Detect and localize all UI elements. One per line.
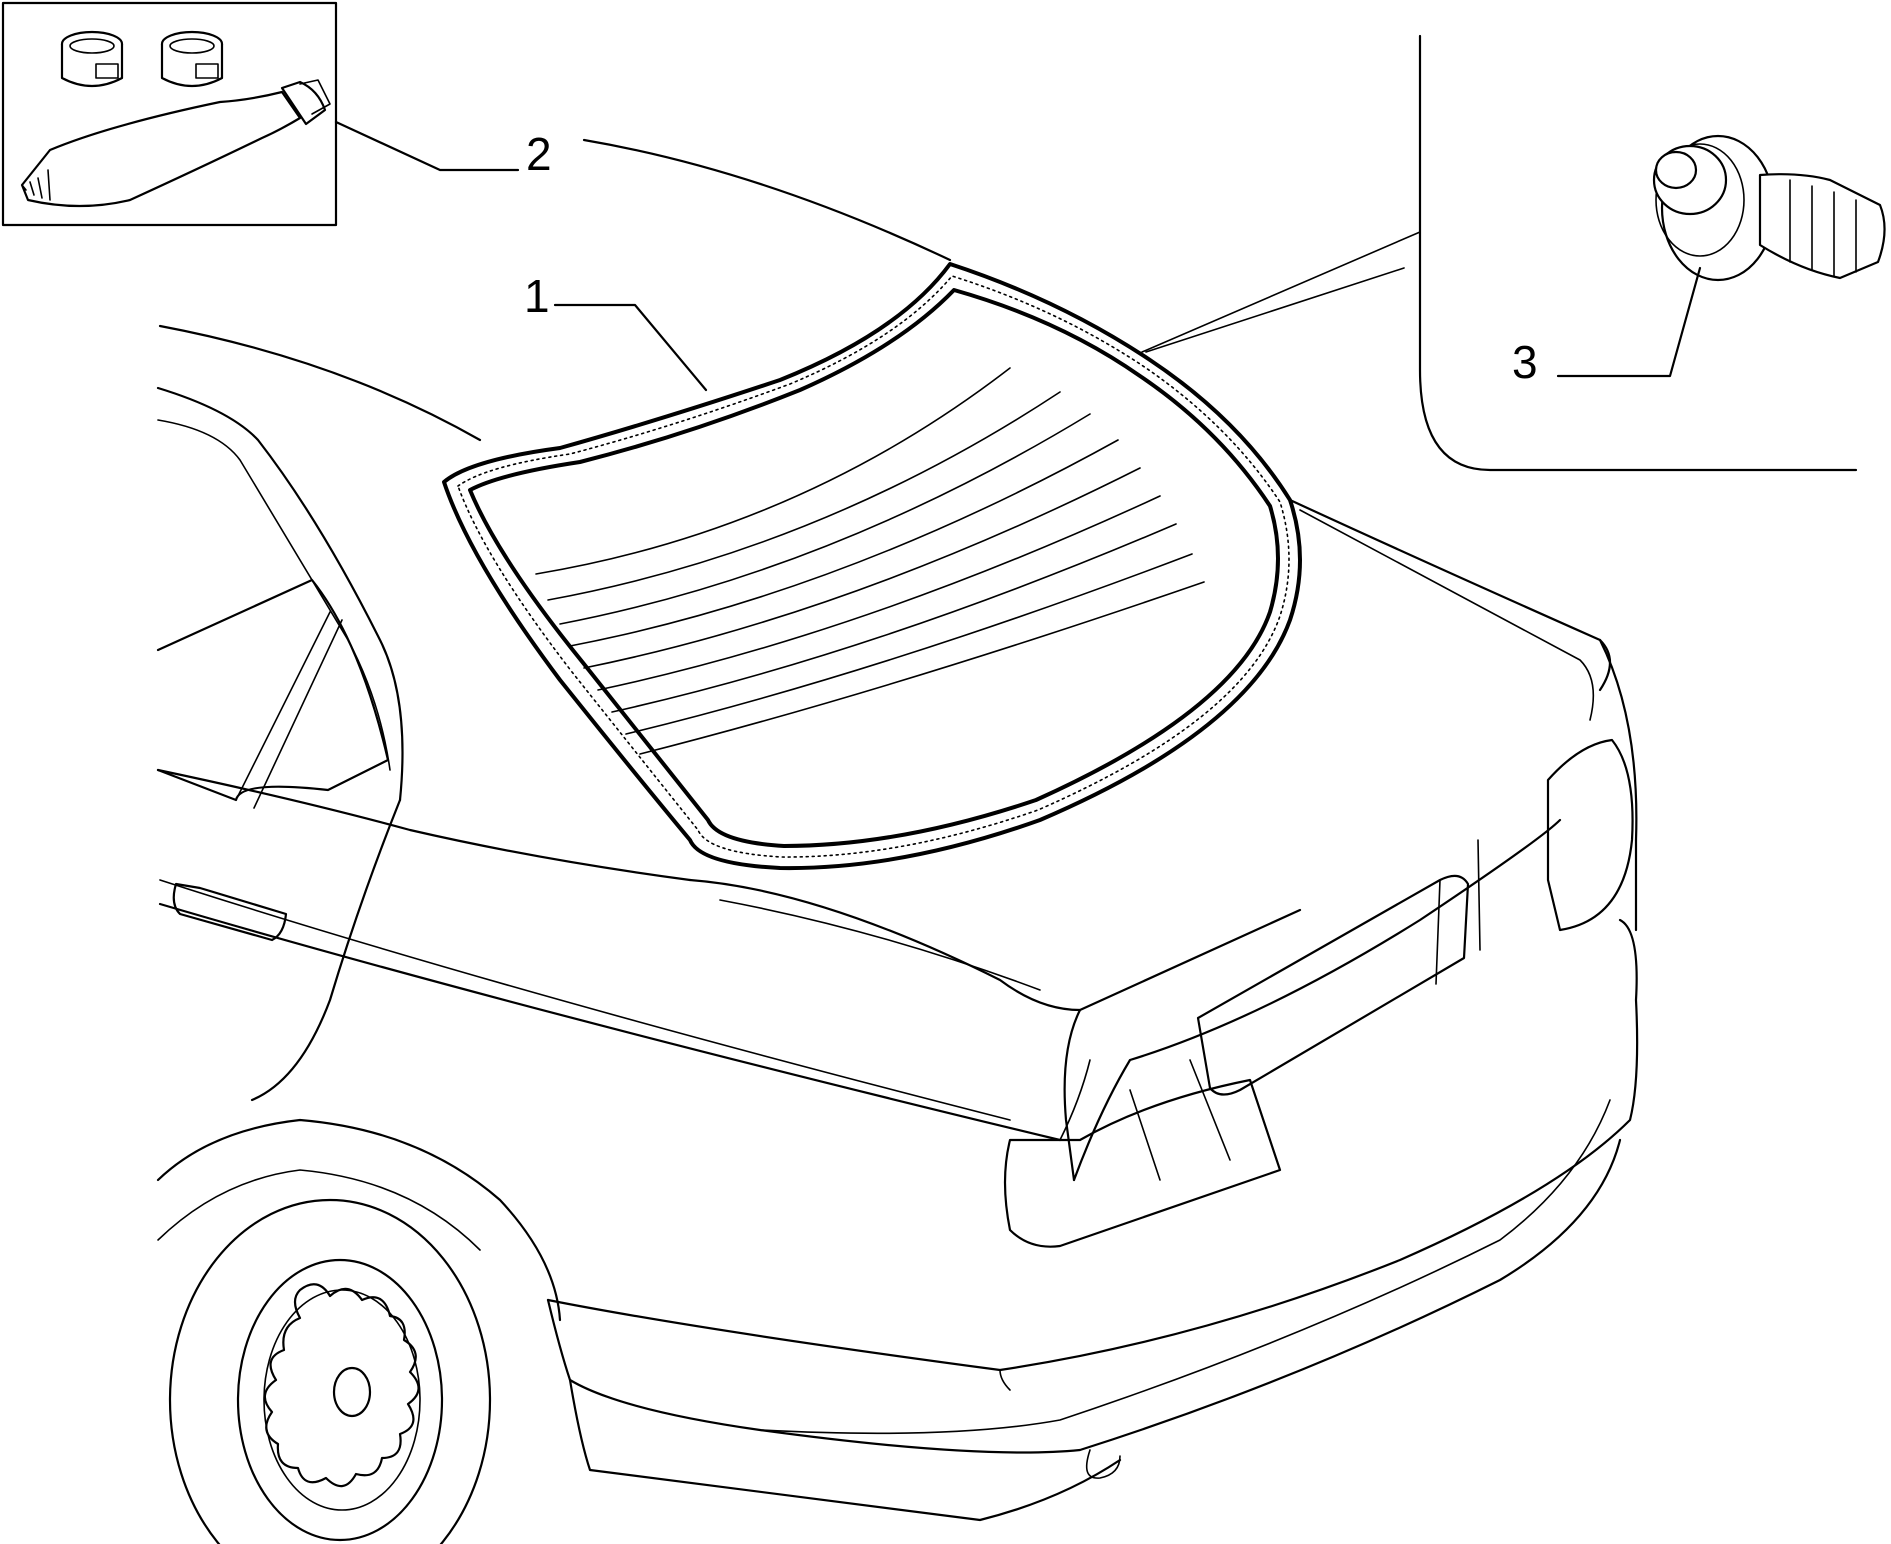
adhesive-jar-icon <box>160 30 224 88</box>
leader-line <box>334 120 520 172</box>
license-plate-recess <box>1196 874 1470 1096</box>
callout-1: 1 <box>524 270 708 392</box>
window-seal <box>442 262 1302 871</box>
adhesive-tube-icon <box>20 79 331 208</box>
adhesive-kit-inset <box>1 1 338 227</box>
wheel-cover <box>263 1283 420 1488</box>
taillight-right <box>1546 738 1634 932</box>
callout-number: 2 <box>526 128 552 180</box>
leader-line <box>1556 266 1702 378</box>
rear-bumper <box>546 918 1639 1372</box>
inset-frame <box>1 1 338 227</box>
callout-2: 2 <box>334 120 552 180</box>
wheel-hub <box>332 1366 372 1418</box>
rear-wheel <box>168 1198 492 1544</box>
clip-fastener-inset: 3 <box>1141 34 1886 472</box>
door-handle <box>172 882 288 942</box>
leader-line <box>553 303 708 392</box>
clip-fastener-icon <box>1652 134 1886 282</box>
rear-window-glass <box>442 262 1302 871</box>
car-rear-body <box>156 138 1639 1522</box>
callout-number: 1 <box>524 270 550 322</box>
adhesive-jar-icon <box>60 30 124 88</box>
callout-number: 3 <box>1512 336 1538 388</box>
inset-border <box>1418 34 1858 472</box>
taillight-left <box>1003 1078 1282 1248</box>
